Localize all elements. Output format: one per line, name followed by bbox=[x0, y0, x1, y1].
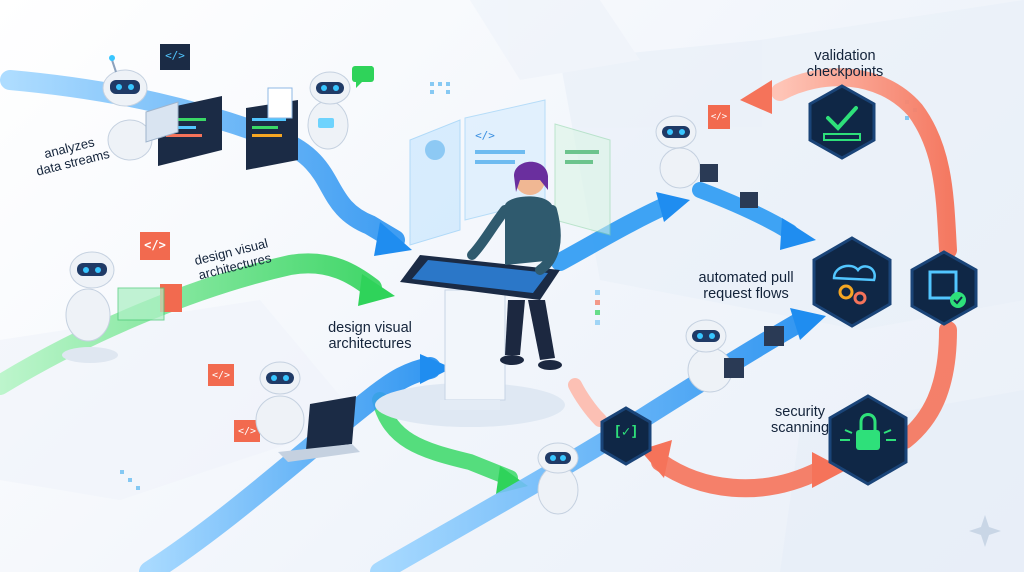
robot-top-left bbox=[102, 55, 179, 161]
label-design-visual-center: design visual architectures bbox=[305, 320, 435, 352]
code-brackets-icon: </> bbox=[237, 426, 257, 437]
robot-upper-right bbox=[655, 115, 758, 208]
code-brackets-icon: </> bbox=[211, 370, 231, 381]
security-hex-badge bbox=[828, 394, 908, 486]
automated-hex-badge bbox=[812, 236, 892, 328]
label-line: validation bbox=[814, 48, 876, 64]
robot-bottom-center bbox=[537, 442, 579, 515]
developer-person bbox=[467, 161, 562, 370]
label-automated-pull-request-flows: automated pull request flows bbox=[686, 270, 806, 302]
label-validation-checkpoints: validation checkpoints bbox=[790, 48, 900, 80]
label-line: scanning bbox=[770, 420, 830, 436]
chat-bubbles bbox=[352, 66, 374, 88]
label-line: architectures bbox=[328, 336, 412, 352]
center-console bbox=[375, 255, 565, 427]
robot-top-center bbox=[307, 71, 351, 150]
robot-lower-left-laptop bbox=[255, 361, 360, 462]
red-loop bbox=[568, 68, 957, 498]
code-brackets-icon: </> bbox=[165, 49, 185, 62]
label-line: request flows bbox=[703, 286, 789, 302]
code-brackets-icon: </> bbox=[710, 112, 728, 122]
label-line: automated pull bbox=[698, 270, 794, 286]
sparkle-icon bbox=[969, 515, 1001, 547]
blue-stream-right-upper bbox=[551, 182, 816, 271]
bracket-check-icon: [✓] bbox=[613, 424, 639, 440]
green-stream-left bbox=[0, 253, 395, 395]
check-hex-badge bbox=[910, 250, 978, 326]
orange-code-tiles bbox=[140, 105, 730, 442]
robot-middle-right bbox=[685, 319, 784, 393]
label-line: design visual bbox=[328, 320, 412, 336]
small-check-hex-badge bbox=[600, 406, 652, 466]
code-brackets-icon: </> bbox=[475, 129, 495, 142]
label-line: checkpoints bbox=[806, 64, 884, 80]
code-brackets-icon: </> bbox=[144, 238, 166, 252]
label-security-scanning: security scanning bbox=[762, 404, 838, 436]
validation-hex-badge bbox=[808, 84, 876, 160]
label-line: security bbox=[775, 404, 825, 420]
robot-left-middle bbox=[62, 251, 118, 363]
